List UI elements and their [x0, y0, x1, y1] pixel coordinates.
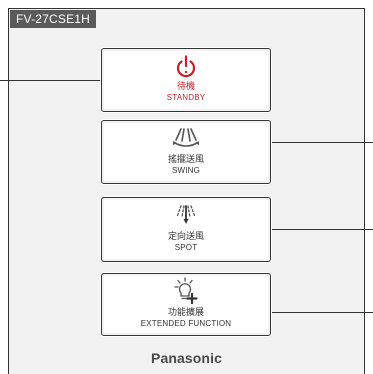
swing-airflow-icon: [173, 128, 199, 147]
extended-function-button[interactable]: 功能擴展 EXTENDED FUNCTION: [101, 273, 271, 336]
model-label: FV-27CSE1H: [10, 10, 97, 28]
standby-leader-line: [0, 80, 102, 81]
extended-function-icon: [174, 277, 198, 305]
swing-button[interactable]: 搖擺送風 SWING: [101, 120, 271, 184]
extended-leader-line: [270, 312, 373, 313]
power-icon: [176, 55, 196, 78]
spot-airflow-icon: [176, 205, 196, 224]
swing-leader-line: [270, 142, 373, 143]
standby-label-jp: 待機: [176, 82, 195, 92]
swing-label-jp: 搖擺送風: [167, 155, 204, 165]
swing-label-en: SWING: [171, 166, 201, 175]
extended-label-jp: 功能擴展: [167, 308, 204, 318]
extended-label-en: EXTENDED FUNCTION: [140, 319, 232, 328]
spot-leader-line: [270, 229, 373, 230]
standby-label-en: STANDBY: [166, 93, 206, 102]
spot-label-jp: 定向送風: [167, 232, 204, 242]
spot-button[interactable]: 定向送風 SPOT: [101, 197, 271, 262]
standby-button[interactable]: 待機 STANDBY: [101, 48, 271, 112]
panasonic-logo: Panasonic: [151, 350, 222, 366]
spot-label-en: SPOT: [174, 243, 198, 252]
